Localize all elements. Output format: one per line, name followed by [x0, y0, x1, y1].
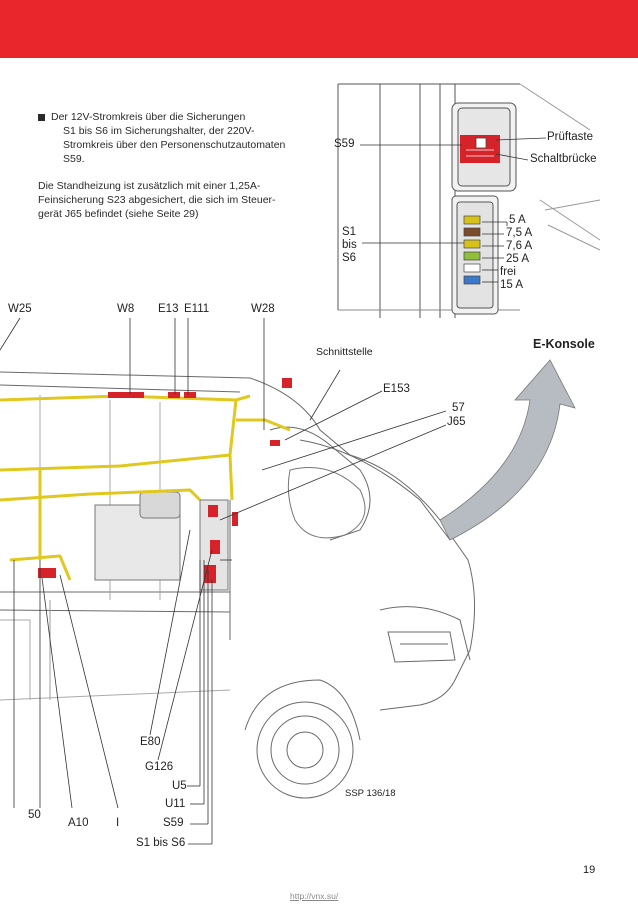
inset-leaders	[360, 137, 547, 283]
label-s6: S6	[342, 252, 357, 264]
intro-line-4: S59.	[63, 153, 85, 165]
label-e13: E13	[158, 303, 179, 315]
e-konsole-arrow	[439, 359, 576, 541]
label-pruftaste: Prüftaste	[547, 131, 594, 143]
intro-line-1: Der 12V-Stromkreis über die Sicherungen	[51, 111, 246, 123]
van-body	[0, 371, 475, 799]
intro-line-2: S1 bis S6 im Sicherungshalter, der 220V-	[63, 125, 255, 137]
label-w25: W25	[8, 303, 32, 315]
label-s1-bis-s6: S1 bis S6	[136, 837, 186, 849]
label-s59: S59	[334, 138, 355, 150]
label-schaltbrucke: Schaltbrücke	[530, 153, 597, 165]
intro-line-3: Stromkreis über den Personenschutzautoma…	[63, 139, 286, 151]
fuse-slot	[463, 251, 481, 261]
label-schnittstelle: Schnittstelle	[316, 346, 373, 358]
label-s59-bottom: S59	[163, 817, 184, 829]
label-e153: E153	[383, 383, 410, 395]
fuse-label-3: 7,6 A	[506, 240, 533, 252]
label-ssp: SSP 136/18	[345, 788, 396, 799]
intro-line-7: gerät J65 befindet (siehe Seite 29)	[38, 208, 199, 220]
fuse-label-2: 7,5 A	[506, 227, 533, 239]
fuse-slot	[463, 239, 481, 249]
main-leaders	[0, 317, 447, 845]
bullet-square	[38, 114, 45, 121]
label-j65: J65	[447, 416, 466, 428]
fuse-slot	[463, 215, 481, 225]
red-components	[38, 378, 292, 583]
label-a10: A10	[68, 817, 89, 829]
label-i: I	[116, 817, 120, 829]
fuse-strip	[463, 215, 481, 285]
footer-url[interactable]: http://vnx.su/	[290, 891, 339, 901]
label-e111: E111	[184, 303, 210, 315]
intro-line-6: Feinsicherung S23 abgesichert, die sich …	[38, 194, 276, 206]
label-w28: W28	[251, 303, 275, 315]
label-u11: U11	[165, 798, 186, 810]
intro-line-5: Die Standheizung ist zusätzlich mit eine…	[38, 180, 261, 192]
fuse-slot	[463, 227, 481, 237]
fuse-slot	[463, 275, 481, 285]
fuse-label-1: 5 A	[509, 214, 526, 226]
label-s1: S1	[342, 226, 357, 238]
label-e80: E80	[140, 736, 161, 748]
label-g126: G126	[145, 761, 174, 773]
fuse-slot	[463, 263, 481, 273]
yellow-harness	[0, 394, 291, 581]
page-number: 19	[583, 864, 596, 876]
s59-breaker	[460, 135, 500, 163]
label-50: 50	[28, 809, 41, 821]
label-57: 57	[452, 402, 465, 414]
header-bar	[0, 0, 638, 58]
label-e-konsole: E-Konsole	[533, 337, 595, 351]
fuse-label-6: 15 A	[500, 279, 524, 291]
fuse-label-4: 25 A	[506, 253, 530, 265]
fuse-label-5: frei	[500, 266, 516, 278]
label-bis: bis	[342, 239, 357, 251]
label-u5: U5	[172, 780, 187, 792]
label-w8: W8	[117, 303, 135, 315]
